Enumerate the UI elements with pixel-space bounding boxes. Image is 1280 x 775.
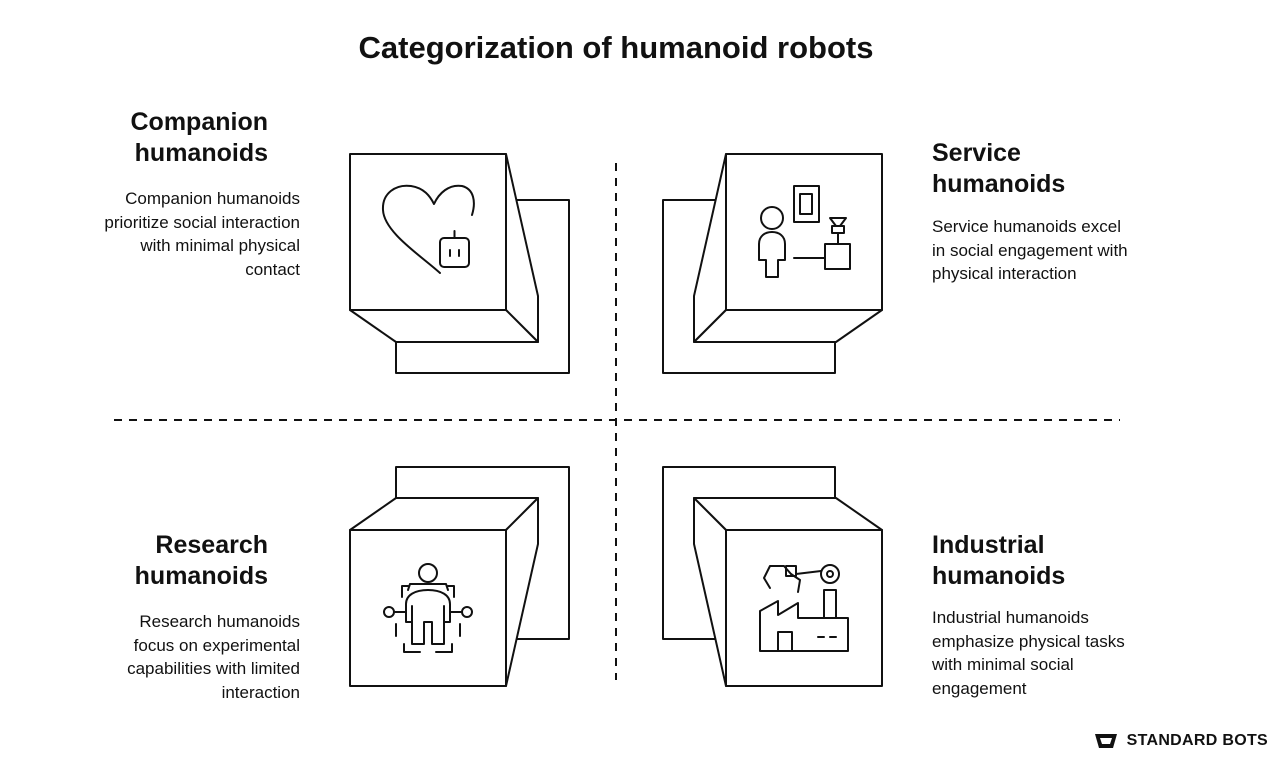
industrial-cube: [662, 466, 883, 687]
industrial-description: Industrial humanoids emphasize physical …: [932, 608, 1125, 698]
person-service-icon: [758, 185, 851, 278]
heart-robot-icon: [381, 184, 475, 274]
brand-name: STANDARD BOTS: [1126, 732, 1268, 749]
industrial-heading: Industrial humanoids: [932, 531, 1066, 590]
factory-arm-icon: [759, 564, 849, 652]
research-description: Research humanoids focus on experimental…: [127, 612, 300, 702]
research-cube: [349, 466, 570, 687]
companion-cube: [349, 153, 570, 374]
page-title: Categorization of humanoid robots: [358, 30, 874, 65]
service-cube: [662, 153, 883, 374]
companion-description: Companion humanoids prioritize social in…: [104, 189, 300, 279]
service-description: Service humanoids excel in social engage…: [932, 217, 1128, 284]
companion-heading: Companion humanoids: [130, 108, 269, 167]
research-heading: Research humanoids: [134, 531, 268, 590]
robot-sensors-icon: [383, 563, 473, 653]
standard-bots-logo-icon: [1094, 734, 1117, 748]
service-heading: Service humanoids: [932, 139, 1066, 198]
brand-logo: STANDARD BOTS: [1092, 731, 1268, 751]
